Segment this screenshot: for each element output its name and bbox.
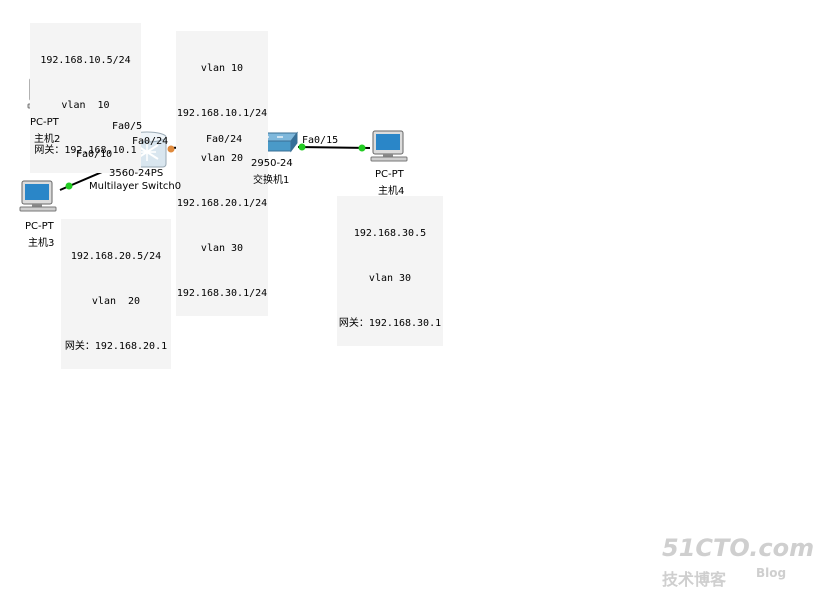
host2-name-label: 主机2 (34, 134, 61, 145)
host4-name-label: 主机4 (378, 186, 405, 197)
mls-name-label: Multilayer Switch0 (89, 181, 182, 192)
watermark-site: 51CTO.com (662, 534, 814, 562)
port-label-sw-fa024: Fa0/24 (206, 134, 243, 145)
port-label-sw-fa015: Fa0/15 (302, 135, 339, 146)
watermark-tagline: 技术博客 (662, 570, 727, 589)
note-line: 192.168.20.1/24 (176, 198, 268, 209)
note-line: 192.168.10.1/24 (176, 108, 268, 119)
host2-type-label: PC-PT (30, 117, 59, 128)
note-line: vlan 30 (200, 243, 244, 254)
link-dot (298, 143, 306, 151)
watermark-blog: Blog (756, 566, 787, 580)
note-line: vlan 20 (200, 153, 244, 164)
host4-type-label: PC-PT (375, 169, 404, 180)
note-line: vlan 10 (200, 63, 244, 74)
note-line: 192.168.30.5 (353, 228, 427, 239)
note-line: vlan 20 (91, 296, 141, 307)
link-dot (167, 145, 175, 153)
port-label-mls-fa05: Fa0/5 (112, 121, 143, 132)
note-line: 192.168.30.1/24 (176, 288, 268, 299)
port-label-mls-fa010: Fa0/10 (76, 149, 113, 160)
note-line: 网关：192.168.30.1 (338, 318, 442, 329)
port-label-mls-fa024: Fa0/24 (132, 136, 169, 147)
note-host3: 192.168.20.5/24 vlan 20 网关：192.168.20.1 (61, 219, 171, 369)
note-host2: 192.168.10.5/24 vlan 10 网关：192.168.10.1 (30, 23, 141, 173)
note-line: vlan 30 (368, 273, 412, 284)
note-line: vlan 10 (61, 100, 110, 111)
host3-name-label: 主机3 (28, 238, 55, 249)
link-dot (358, 144, 366, 152)
pc-icon-host3[interactable] (19, 180, 57, 212)
note-line: 网关：192.168.20.1 (64, 341, 168, 352)
note-line: 网关：192.168.10.1 (34, 145, 137, 156)
note-host4: 192.168.30.5 vlan 30 网关：192.168.30.1 (337, 196, 443, 346)
note-line: 192.168.10.5/24 (40, 55, 131, 66)
link-dot (65, 182, 73, 190)
switch-name-label: 交换机1 (253, 175, 290, 186)
mls-model-label: 3560-24PS (109, 168, 164, 179)
link-sw-host4[interactable] (297, 146, 371, 149)
pc-icon-host4[interactable] (370, 130, 408, 162)
switch-model-label: 2950-24 (251, 158, 293, 169)
note-mls: vlan 10 192.168.10.1/24 vlan 20 192.168.… (176, 31, 268, 316)
host3-type-label: PC-PT (25, 221, 54, 232)
note-line: 192.168.20.5/24 (70, 251, 162, 262)
